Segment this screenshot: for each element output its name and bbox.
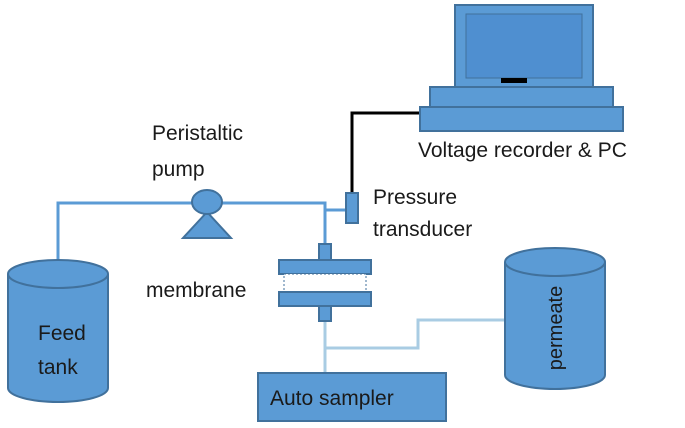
permeate-tank-top bbox=[504, 247, 606, 277]
peristaltic-pump-icon bbox=[180, 189, 234, 239]
pump-label-line1: Peristaltic bbox=[152, 122, 243, 145]
permeate-tank bbox=[504, 247, 606, 390]
pressure-transducer-icon bbox=[345, 192, 359, 224]
permeate-to-tank-pipe bbox=[325, 318, 505, 350]
pump-base bbox=[180, 210, 234, 239]
computer-base bbox=[429, 86, 614, 108]
membrane-module-icon bbox=[278, 243, 372, 322]
feed-tank-label-line1: Feed bbox=[38, 322, 86, 345]
transducer-label-line2: transducer bbox=[373, 218, 472, 241]
feed-tank-label-line2: tank bbox=[38, 356, 78, 379]
auto-sampler-box bbox=[257, 372, 447, 422]
monitor-screen bbox=[465, 13, 583, 79]
keyboard bbox=[419, 106, 624, 132]
membrane-bottom-plate bbox=[278, 291, 372, 307]
permeate-label: permeate bbox=[545, 286, 567, 371]
signal-wire bbox=[350, 111, 440, 195]
membrane-inlet-port bbox=[318, 243, 332, 261]
computer-icon bbox=[419, 4, 624, 132]
membrane-outlet-port bbox=[318, 305, 332, 322]
feed-tank bbox=[7, 259, 109, 403]
membrane-sheet bbox=[283, 273, 367, 293]
membrane-label: membrane bbox=[146, 279, 246, 302]
pump-head bbox=[191, 189, 223, 215]
pump-label-line2: pump bbox=[152, 158, 205, 181]
permeate-tank-body bbox=[504, 262, 606, 390]
feed-tank-body bbox=[7, 274, 109, 403]
feed-tank-top bbox=[7, 259, 109, 289]
transducer-label-line1: Pressure bbox=[373, 186, 457, 209]
disk-slot bbox=[501, 78, 527, 83]
auto-sampler-label: Auto sampler bbox=[270, 387, 394, 410]
permeate-pipes bbox=[323, 318, 505, 372]
membrane-top-plate bbox=[278, 259, 372, 275]
recorder-label: Voltage recorder & PC bbox=[418, 139, 627, 162]
